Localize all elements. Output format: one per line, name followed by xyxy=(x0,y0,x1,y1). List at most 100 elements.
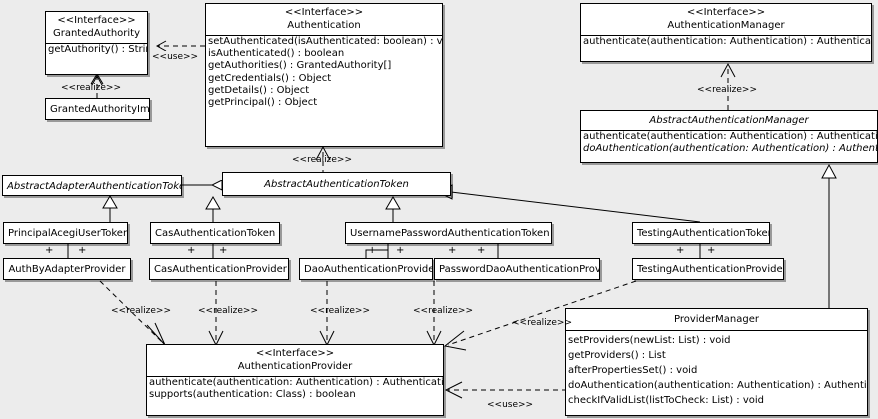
association-marker-username-password-4: + xyxy=(477,245,486,256)
class-header: PasswordDaoAuthenticationProvider xyxy=(435,259,599,279)
class-provider-manager[interactable]: ProviderManager setProviders(newList: Li… xyxy=(565,308,868,416)
label-use-granted-authority: <<use>> xyxy=(152,52,199,62)
label-realize-auth-by-adapter-provider: <<realize>> xyxy=(111,306,171,316)
edge-generalization-principalacegi xyxy=(102,195,118,222)
class-name: DaoAuthenticationProvider xyxy=(304,264,433,275)
edge-generalization-castoken xyxy=(205,196,221,222)
compartment-separator xyxy=(206,35,442,36)
association-marker-testing-token-right: + xyxy=(707,245,716,256)
class-name: CasAuthenticationProvider xyxy=(154,264,287,275)
class-header: TestingAuthenticationToken xyxy=(633,223,770,243)
edge-generalization-testingtoken xyxy=(436,184,701,223)
stereotype-label: <<Interface>> xyxy=(686,7,766,18)
class-name: GrantedAuthorityImpl xyxy=(50,104,150,115)
class-name: Authentication xyxy=(287,20,361,31)
class-granted-authority-impl[interactable]: GrantedAuthorityImpl xyxy=(45,98,150,120)
label-use-provider-manager: <<use>> xyxy=(487,400,534,410)
operations-compartment: setProviders(newList: List) : void getPr… xyxy=(566,331,867,408)
class-name: PrincipalAcegiUserToken xyxy=(8,228,128,239)
class-abstract-adapter-authentication-token[interactable]: AbstractAdapterAuthenticationToken xyxy=(2,175,182,196)
class-auth-by-adapter-provider[interactable]: AuthByAdapterProvider xyxy=(3,258,131,280)
class-principal-acegi-user-token[interactable]: PrincipalAcegiUserToken xyxy=(3,222,128,244)
stereotype-label: <<Interface>> xyxy=(255,348,335,359)
class-authentication[interactable]: <<Interface>> Authentication setAuthenti… xyxy=(205,3,443,147)
operation: getCredentials() : Object xyxy=(208,72,332,84)
class-dao-authentication-provider[interactable]: DaoAuthenticationProvider xyxy=(299,258,433,280)
class-header: AbstractAdapterAuthenticationToken xyxy=(3,176,182,195)
operation: isAuthenticated() : boolean xyxy=(208,48,345,60)
operation: authenticate(authentication: Authenticat… xyxy=(583,131,878,142)
label-realize-granted-authority-impl: <<realize>> xyxy=(61,83,121,93)
operations-compartment: authenticate(authentication: Authenticat… xyxy=(147,377,443,401)
class-name: TestingAuthenticationProvider xyxy=(637,264,784,275)
association-marker-cas-token-right: + xyxy=(219,245,228,256)
association-marker-username-password-3: + xyxy=(448,245,457,256)
class-name: PasswordDaoAuthenticationProvider xyxy=(439,264,599,275)
class-name: AuthenticationProvider xyxy=(237,361,353,372)
class-name: TestingAuthenticationToken xyxy=(637,228,770,239)
compartment-separator xyxy=(147,376,443,377)
operation: authenticate(authentication: Authenticat… xyxy=(583,36,872,47)
class-cas-authentication-provider[interactable]: CasAuthenticationProvider xyxy=(149,258,289,280)
class-header: ProviderManager xyxy=(566,309,867,330)
operation: afterPropertiesSet() : void xyxy=(568,365,698,376)
label-realize-abstract-authentication-token: <<realize>> xyxy=(292,155,352,165)
class-name: AbstractAuthenticationToken xyxy=(264,179,409,190)
operation: doAuthentication(authentication: Authent… xyxy=(583,143,878,155)
class-authentication-provider[interactable]: <<Interface>> AuthenticationProvider aut… xyxy=(146,344,444,416)
operation: getPrincipal() : Object xyxy=(208,97,318,109)
class-password-dao-authentication-provider[interactable]: PasswordDaoAuthenticationProvider xyxy=(434,258,600,280)
class-header: <<Interface>> AuthenticationProvider xyxy=(147,345,443,376)
class-name: UsernamePasswordAuthenticationToken xyxy=(350,228,550,239)
operation: getAuthorities() : GrantedAuthority[] xyxy=(208,60,392,72)
class-name: AbstractAdapterAuthenticationToken xyxy=(7,181,182,192)
class-header: PrincipalAcegiUserToken xyxy=(4,223,128,243)
class-name: AuthenticationManager xyxy=(667,20,785,31)
class-name: ProviderManager xyxy=(673,314,759,325)
association-marker-username-password-2: + xyxy=(396,245,405,256)
operation: authenticate(authentication: Authenticat… xyxy=(149,377,444,388)
association-marker-principal-acegi-right: + xyxy=(78,245,87,256)
class-header: AbstractAuthenticationToken xyxy=(223,173,450,195)
class-name: GrantedAuthority xyxy=(52,28,141,39)
class-header: <<Interface>> Authentication xyxy=(206,4,442,35)
stereotype-label: <<Interface>> xyxy=(284,7,364,18)
class-name: CasAuthenticationToken xyxy=(155,228,276,239)
edge-generalization-providermanager xyxy=(821,163,837,308)
operation: doAuthentication(authentication: Authent… xyxy=(568,380,868,391)
operation: getDetails() : Object xyxy=(208,84,310,96)
class-cas-authentication-token[interactable]: CasAuthenticationToken xyxy=(150,222,280,244)
association-marker-principal-acegi-left: + xyxy=(45,245,54,256)
class-header: <<Interface>> AuthenticationManager xyxy=(581,4,871,35)
stereotype-label: <<Interface>> xyxy=(57,15,136,26)
class-abstract-authentication-token[interactable]: AbstractAuthenticationToken xyxy=(222,172,451,196)
class-name: AbstractAuthenticationManager xyxy=(649,115,809,126)
class-header: AbstractAuthenticationManager xyxy=(581,111,877,130)
operations-compartment: authenticate(authentication: Authenticat… xyxy=(581,131,877,155)
class-header: CasAuthenticationProvider xyxy=(150,259,288,279)
class-testing-authentication-provider[interactable]: TestingAuthenticationProvider xyxy=(632,258,784,280)
class-header: GrantedAuthorityImpl xyxy=(46,99,150,119)
class-header: DaoAuthenticationProvider xyxy=(300,259,433,279)
association-marker-cas-token-left: + xyxy=(187,245,196,256)
label-realize-dao-authentication-provider: <<realize>> xyxy=(310,306,370,316)
label-realize-password-dao-authentication-provider: <<realize>> xyxy=(413,306,473,316)
compartment-separator xyxy=(581,130,877,131)
class-header: UsernamePasswordAuthenticationToken xyxy=(346,223,551,243)
class-granted-authority[interactable]: <<Interface>> GrantedAuthority getAuthor… xyxy=(45,11,148,75)
label-realize-abstract-authentication-manager: <<realize>> xyxy=(697,85,757,95)
operations-compartment: authenticate(authentication: Authenticat… xyxy=(581,36,871,48)
class-testing-authentication-token[interactable]: TestingAuthenticationToken xyxy=(632,222,770,244)
association-marker-username-password-1: + xyxy=(368,245,377,256)
class-username-password-authentication-token[interactable]: UsernamePasswordAuthenticationToken xyxy=(345,222,552,244)
class-authentication-manager[interactable]: <<Interface>> AuthenticationManager auth… xyxy=(580,3,872,62)
class-name: AuthByAdapterProvider xyxy=(8,264,126,275)
operation: setProviders(newList: List) : void xyxy=(568,335,731,346)
class-header: TestingAuthenticationProvider xyxy=(633,259,784,279)
class-abstract-authentication-manager[interactable]: AbstractAuthenticationManager authentica… xyxy=(580,110,878,163)
label-realize-testing-authentication-provider: <<realize>> xyxy=(512,318,572,328)
operations-compartment: setAuthenticated(isAuthenticated: boolea… xyxy=(206,36,442,109)
operation: setAuthenticated(isAuthenticated: boolea… xyxy=(208,36,443,47)
class-header: <<Interface>> GrantedAuthority xyxy=(46,12,147,43)
